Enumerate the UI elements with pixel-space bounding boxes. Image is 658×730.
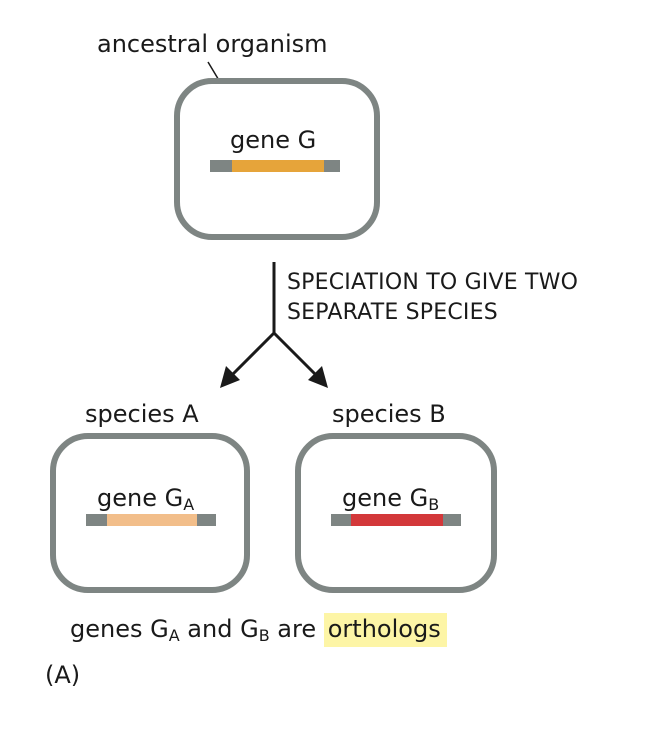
ancestral-gene-label: gene G <box>230 126 317 154</box>
orthologs-highlight: orthologs <box>323 613 447 647</box>
speciation-text-line2: SEPARATE SPECIES <box>287 300 498 325</box>
arrowhead-right <box>308 366 328 388</box>
ancestral-organism-box <box>174 78 380 240</box>
species-b-box <box>295 433 497 593</box>
ancestral-gene-bar <box>210 160 340 172</box>
species-a-gene-core <box>107 514 197 526</box>
speciation-text-line1: SPECIATION TO GIVE TWO <box>287 270 579 295</box>
panel-letter: (A) <box>45 661 81 689</box>
species-a-label: species A <box>85 400 199 428</box>
ancestral-organism-label: ancestral organism <box>97 30 328 58</box>
species-b-gene-core <box>351 514 443 526</box>
species-a-box <box>50 433 250 593</box>
species-b-gene-bar <box>331 514 461 526</box>
species-b-gene-label: gene GB <box>342 484 440 514</box>
orthologs-caption: genes GA and GB are orthologs <box>70 613 447 647</box>
species-b-label: species B <box>332 400 446 428</box>
arrowhead-left <box>220 366 240 388</box>
branch-left <box>228 331 276 379</box>
branch-right <box>272 331 320 379</box>
species-a-gene-bar <box>86 514 216 526</box>
ancestral-gene-core <box>232 160 324 172</box>
species-a-gene-label: gene GA <box>97 484 195 514</box>
